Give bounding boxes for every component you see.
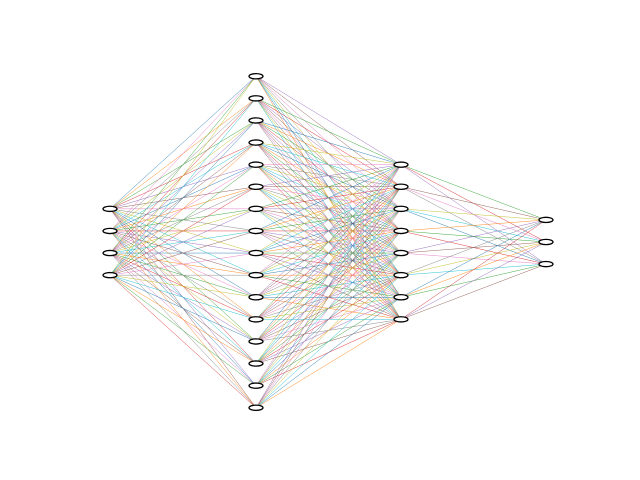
edge-l3n8-l4n1: [400, 219, 547, 320]
node-layer3-6: [393, 271, 409, 279]
node-layer2-7: [248, 205, 264, 213]
node-layer4-1: [538, 216, 554, 224]
edge-l3n8-l4n3: [400, 263, 547, 320]
edge-l1n4-l2n3: [109, 120, 257, 276]
node-layer2-14: [248, 360, 264, 367]
node-layer2-15: [248, 382, 264, 389]
node-layer3-8: [393, 316, 409, 323]
edge-l3n6-l4n1: [400, 219, 547, 276]
edge-l2n4-l3n1: [255, 142, 402, 165]
edge-l2n16-l3n5: [255, 252, 402, 408]
node-layer2-8: [248, 227, 264, 235]
edge-l1n4-l2n14: [109, 274, 257, 364]
node-layer3-4: [393, 227, 409, 235]
node-layer2-13: [248, 338, 264, 345]
edge-l2n16-l3n7: [255, 297, 402, 408]
edge-l2n16-l3n1: [255, 164, 402, 408]
edge-l3n3-l4n1: [400, 208, 547, 221]
edge-l2n14-l3n1: [255, 164, 402, 364]
edge-l2n16-l3n3: [255, 208, 402, 408]
edge-l2n1-l3n1: [255, 76, 402, 165]
edge-l1n4-l2n8: [109, 230, 257, 276]
node-layer2-6: [248, 183, 264, 190]
node-layer2-12: [248, 316, 264, 323]
edge-l3n5-l4n1: [400, 219, 547, 254]
edge-l1n4-l2n1: [109, 76, 257, 276]
edge-l1n1-l2n1: [109, 76, 257, 210]
edge-l2n16-l3n8: [255, 319, 402, 408]
node-layer1-3: [102, 249, 118, 257]
node-layer2-11: [248, 293, 264, 301]
edge-l1n4-l2n15: [109, 274, 257, 386]
edge-l1n4-l2n2: [109, 98, 257, 276]
edge-l1n4-l2n12: [109, 274, 257, 320]
edge-l1n2-l2n1: [109, 76, 257, 232]
edge-l2n2-l3n1: [255, 98, 402, 165]
node-layer2-4: [248, 139, 264, 146]
node-layer2-2: [248, 95, 264, 102]
edge-l2n11-l3n1: [255, 164, 402, 298]
edge-l1n4-l2n9: [109, 252, 257, 276]
node-layer4-2: [538, 238, 554, 246]
edge-l2n9-l3n1: [255, 164, 402, 254]
node-layer1-2: [102, 227, 118, 235]
node-layer2-10: [248, 271, 264, 279]
node-layer2-5: [248, 161, 264, 168]
edge-l1n4-l2n7: [109, 208, 257, 276]
node-layer3-2: [393, 183, 409, 190]
edge-l3n7-l4n1: [400, 219, 547, 298]
edge-l1n4-l2n4: [109, 142, 257, 276]
edge-l3n2-l4n1: [400, 186, 547, 221]
node-layer3-7: [393, 293, 409, 301]
edge-l1n4-l2n5: [109, 164, 257, 276]
neuron-nodes: [102, 73, 554, 411]
edge-l2n10-l3n1: [255, 164, 402, 276]
edge-l1n4-l2n13: [109, 274, 257, 342]
edge-l2n6-l3n1: [255, 164, 402, 187]
edge-l2n16-l3n2: [255, 186, 402, 408]
node-layer3-1: [393, 161, 409, 168]
edge-l2n8-l3n1: [255, 164, 402, 232]
edge-l2n7-l3n1: [255, 164, 402, 210]
edge-l2n16-l3n4: [255, 230, 402, 408]
edge-l2n16-l3n6: [255, 274, 402, 408]
edge-l2n12-l3n1: [255, 164, 402, 320]
edge-l2n13-l3n1: [255, 164, 402, 342]
node-layer1-4: [102, 271, 118, 279]
edge-l1n4-l2n16: [109, 274, 257, 408]
node-layer2-9: [248, 249, 264, 257]
node-layer4-3: [538, 260, 554, 268]
edge-l3n4-l4n1: [400, 219, 547, 232]
edge-l1n3-l2n1: [109, 76, 257, 254]
node-layer2-16: [248, 404, 264, 411]
edge-l1n4-l2n11: [109, 274, 257, 298]
edge-l3n1-l4n1: [400, 164, 547, 221]
edge-l2n15-l3n1: [255, 164, 402, 386]
node-layer2-1: [248, 73, 264, 80]
node-layer1-1: [102, 205, 118, 213]
edge-l1n4-l2n6: [109, 186, 257, 276]
node-layer3-5: [393, 249, 409, 257]
edge-l2n3-l3n1: [255, 120, 402, 165]
node-layer2-3: [248, 117, 264, 124]
edge-l3n8-l4n2: [400, 241, 547, 320]
connection-edges: [109, 76, 547, 408]
node-layer3-3: [393, 205, 409, 213]
